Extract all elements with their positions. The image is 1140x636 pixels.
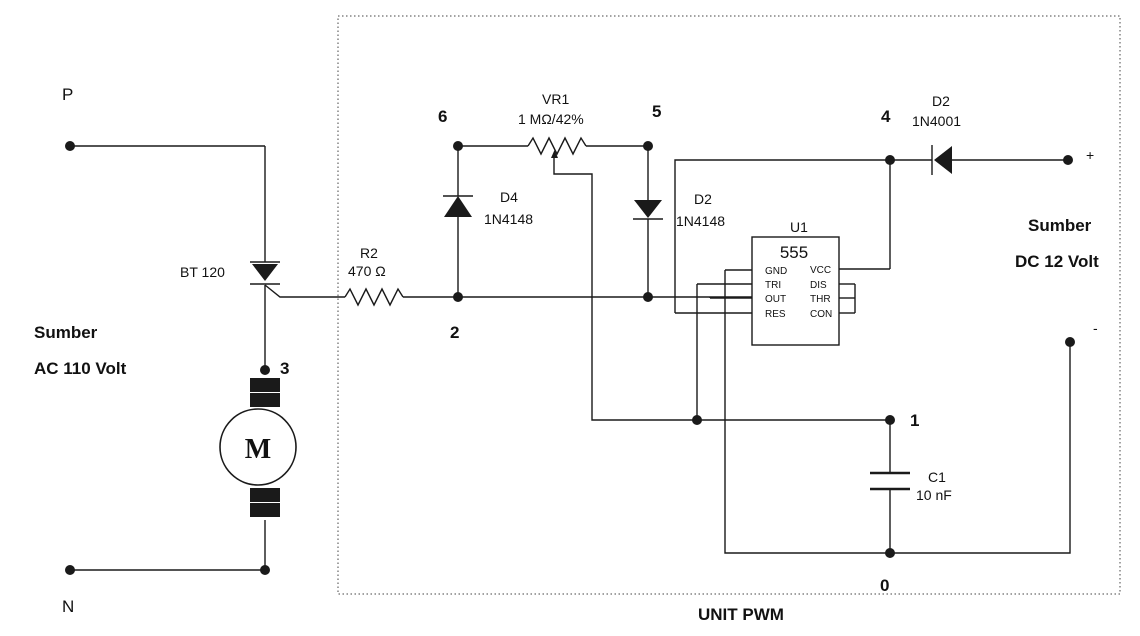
pwm-unit-boundary: [337, 15, 1121, 595]
vr1-value: 1 MΩ/42%: [518, 111, 584, 127]
dc-plus-terminal: [1063, 155, 1073, 165]
node-label-6: 6: [438, 107, 447, 126]
res-wire: [674, 159, 890, 313]
d4-name: D4: [500, 189, 518, 205]
capacitor-c1: [870, 471, 910, 553]
terminal-n: [65, 565, 75, 575]
node-0: [885, 548, 895, 558]
d2a-value: 1N4148: [676, 213, 725, 229]
pin-res: RES: [765, 309, 786, 320]
u1-name: U1: [790, 219, 808, 235]
diode-d4: [443, 146, 473, 297]
node-label-2: 2: [450, 323, 459, 342]
node-label-0: 0: [880, 576, 889, 595]
triac-bt120: [250, 261, 280, 285]
pin-out: OUT: [765, 294, 786, 305]
u1-part: 555: [780, 243, 808, 262]
r2-name: R2: [360, 245, 378, 261]
ac-source-label-2: AC 110 Volt: [34, 359, 127, 378]
motor: [219, 365, 297, 517]
node-label-5: 5: [652, 102, 661, 121]
d2b-name: D2: [932, 93, 950, 109]
dc-plus-sign: +: [1086, 147, 1094, 163]
node-label-3: 3: [280, 359, 289, 378]
terminal-p: [65, 141, 75, 151]
d2a-name: D2: [694, 191, 712, 207]
ic-u1-555: [675, 236, 890, 346]
pin-gnd: GND: [765, 266, 787, 277]
diode-d2-1n4001: [890, 145, 1068, 175]
d2b-value: 1N4001: [912, 113, 961, 129]
dc-source-label-1: Sumber: [1028, 216, 1092, 235]
pin-dis: DIS: [810, 280, 827, 291]
triac-label: BT 120: [180, 264, 225, 280]
motor-symbol: M: [245, 434, 271, 465]
unit-title: UNIT PWM: [698, 605, 784, 624]
c1-name: C1: [928, 469, 946, 485]
dc-minus-terminal: [1065, 337, 1075, 347]
pin-con: CON: [810, 309, 832, 320]
vr1-name: VR1: [542, 91, 569, 107]
c1-value: 10 nF: [916, 487, 952, 503]
dc-minus-sign: -: [1093, 320, 1098, 336]
ac-source-label-1: Sumber: [34, 323, 98, 342]
resistor-r2: [344, 287, 458, 307]
node-1-junction: [692, 415, 702, 425]
r2-value: 470 Ω: [348, 263, 386, 279]
ac-wiring: [70, 145, 345, 571]
pin-vcc: VCC: [810, 265, 831, 276]
node-label-1: 1: [910, 411, 919, 430]
label-n: N: [62, 597, 74, 616]
dc-source-label-2: DC 12 Volt: [1015, 252, 1099, 271]
potentiometer-vr1: [458, 136, 890, 421]
node-1: [885, 415, 895, 425]
d4-value: 1N4148: [484, 211, 533, 227]
junction-n: [260, 565, 270, 575]
node-label-4: 4: [881, 107, 891, 126]
pin-thr: THR: [810, 294, 831, 305]
diode-d2-1n4148: [633, 146, 663, 297]
pin-tri: TRI: [765, 280, 781, 291]
label-p: P: [62, 85, 73, 104]
gnd-wire: [724, 270, 1071, 554]
